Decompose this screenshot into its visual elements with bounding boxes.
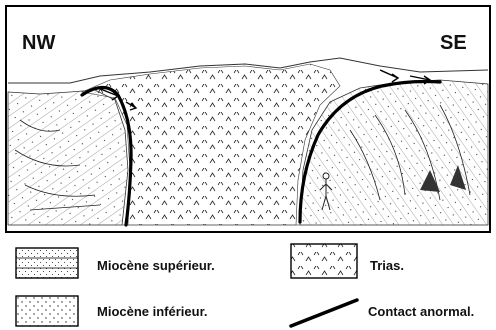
legend-label-miocene-superieur: Miocène supérieur. bbox=[97, 258, 215, 273]
legend-label-contact-anormal: Contact anormal. bbox=[368, 304, 474, 319]
orientation-se-label: SE bbox=[440, 32, 467, 55]
legend-label-trias: Trias. bbox=[370, 258, 404, 273]
legend-swatch-miocene-inferieur bbox=[16, 296, 78, 326]
left-miocene-outcrop bbox=[8, 90, 128, 225]
orientation-nw-label: NW bbox=[22, 32, 55, 55]
legend-swatch-contact-anormal bbox=[291, 300, 357, 326]
legend-label-miocene-inferieur: Miocène inférieur. bbox=[97, 304, 208, 319]
legend-swatch-trias bbox=[291, 244, 357, 278]
legend-swatch-miocene-superieur bbox=[16, 248, 78, 278]
